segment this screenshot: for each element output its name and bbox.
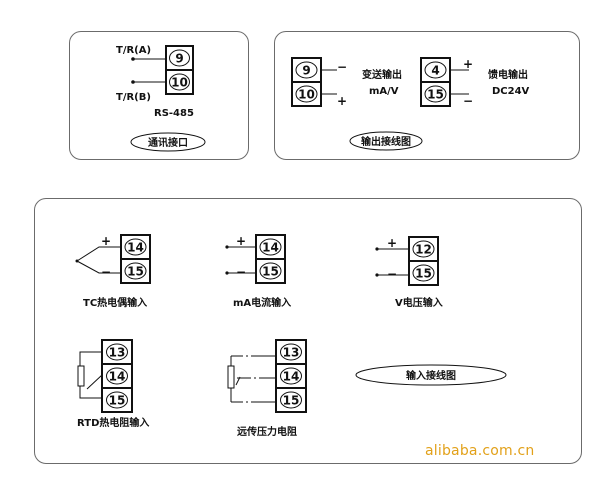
tr-b-dot <box>131 80 135 84</box>
remote-terminal-15: 15 <box>283 394 300 408</box>
rtd-terminal-15: 15 <box>109 394 126 408</box>
ma-input: + − 14 15 mA电流输入 <box>225 234 291 309</box>
tc-terminal-15: 15 <box>127 265 144 279</box>
tc-input: + − 14 15 TC热电偶输入 <box>75 234 151 309</box>
input-panel: + − 14 15 TC热电偶输入 + − 14 15 mA电流输入 <box>34 198 582 464</box>
comm-terminal-block: 9 10 <box>165 45 194 95</box>
output-terminal-9: 9 <box>302 64 310 78</box>
output-panel: 9 10 − + 变送输出 mA/V 4 15 + − 馈电输出 DC24V 输… <box>274 31 580 160</box>
input-diagram: + − 14 15 TC热电偶输入 + − 14 15 mA电流输入 <box>75 234 507 438</box>
feed-output-unit: DC24V <box>492 86 530 97</box>
output-terminal-15: 15 <box>427 88 444 102</box>
rtd-terminal-13: 13 <box>109 346 126 360</box>
ma-terminal-15: 15 <box>262 265 279 279</box>
tr-a-dot <box>131 57 135 61</box>
tc-plus: + <box>101 234 111 248</box>
output-caption: 输出接线图 <box>361 135 411 148</box>
ma-caption: mA电流输入 <box>233 296 291 309</box>
tr-a-label: T/R(A) <box>116 45 151 56</box>
v-plus: + <box>387 236 397 250</box>
v-minus: − <box>387 267 397 281</box>
v-input: + − 12 15 V电压输入 <box>375 236 443 309</box>
comm-terminal-9: 9 <box>175 52 183 66</box>
tc-terminal-14: 14 <box>127 241 144 255</box>
rtd-terminal-14: 14 <box>109 370 126 384</box>
comm-caption: 通讯接口 <box>148 136 188 149</box>
feed-output-label: 馈电输出 <box>487 68 528 81</box>
remote-terminal-14: 14 <box>283 370 300 384</box>
ma-terminal-14: 14 <box>262 241 279 255</box>
output-left-plus: + <box>337 94 347 108</box>
tr-b-label: T/R(B) <box>116 92 151 103</box>
comm-panel: T/R(A) T/R(B) 9 10 RS-485 通讯接口 <box>69 31 249 160</box>
ma-plus: + <box>236 234 246 248</box>
remote-input: 13 14 15 远传压力电阻 <box>227 339 307 438</box>
rtd-caption: RTD热电阻输入 <box>77 416 149 429</box>
protocol-label: RS-485 <box>154 108 194 119</box>
comm-diagram: T/R(A) T/R(B) 9 10 RS-485 通讯接口 <box>116 45 206 152</box>
transmit-output-unit: mA/V <box>369 86 399 97</box>
ma-minus: − <box>236 265 246 279</box>
transmit-output-label: 变送输出 <box>362 68 402 81</box>
v-caption: V电压输入 <box>395 296 443 309</box>
output-terminal-10: 10 <box>298 88 315 102</box>
output-right-terminal-block: 4 15 <box>420 57 451 107</box>
remote-terminal-13: 13 <box>283 346 300 360</box>
rtd-input: 13 14 15 RTD热电阻输入 <box>77 339 149 429</box>
remote-caption: 远传压力电阻 <box>237 425 297 438</box>
output-left-minus: − <box>337 60 347 74</box>
tc-caption: TC热电偶输入 <box>83 296 147 309</box>
input-caption: 输入接线图 <box>406 369 456 382</box>
output-right-plus: + <box>463 57 473 71</box>
output-caption-oval <box>349 131 423 151</box>
output-terminal-4: 4 <box>431 64 439 78</box>
output-left-terminal-block: 9 10 <box>291 57 322 107</box>
v-terminal-12: 12 <box>415 243 432 257</box>
comm-terminal-10: 10 <box>171 76 188 90</box>
comm-caption-oval <box>130 132 206 152</box>
tc-minus: − <box>101 265 111 279</box>
output-diagram: 9 10 − + 变送输出 mA/V 4 15 + − 馈电输出 DC24V 输… <box>291 57 530 151</box>
v-terminal-15: 15 <box>415 267 432 281</box>
output-right-minus: − <box>463 94 473 108</box>
input-caption-oval <box>355 364 507 386</box>
